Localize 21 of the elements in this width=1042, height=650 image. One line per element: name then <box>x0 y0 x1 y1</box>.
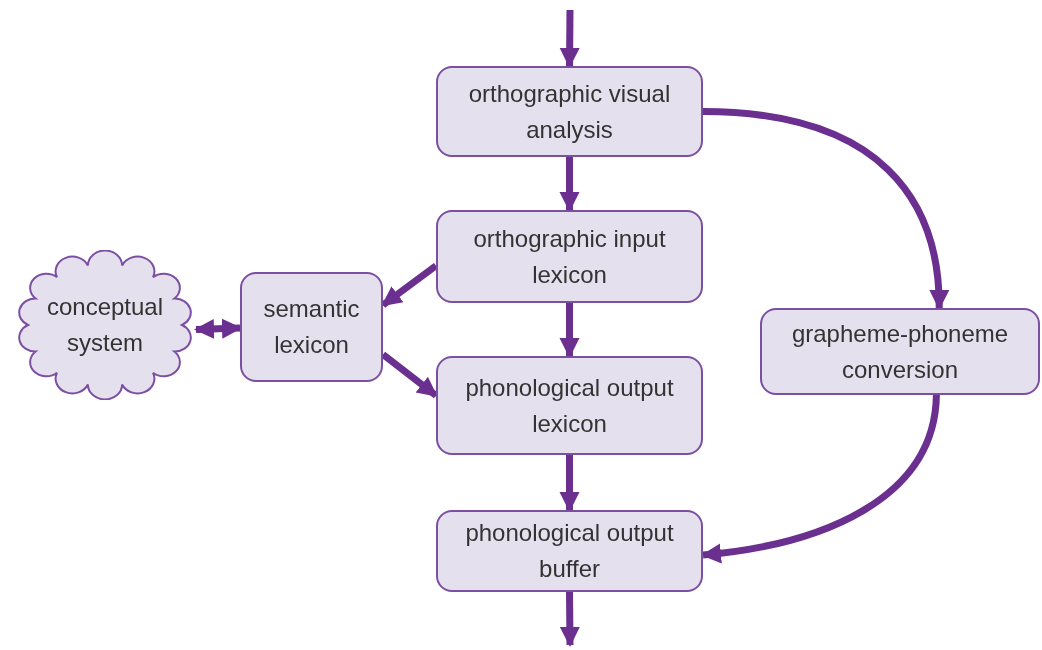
process-box <box>436 356 703 455</box>
process-box <box>760 308 1040 395</box>
process-box <box>436 510 703 592</box>
node-label: orthographic visual analysis <box>467 78 672 145</box>
node-label: semantic lexicon <box>262 294 361 360</box>
node-label: phonological output lexicon <box>464 372 675 439</box>
arrow <box>559 303 580 358</box>
node-label: conceptual system <box>45 292 165 358</box>
arrow <box>702 108 949 310</box>
arrow <box>559 157 580 212</box>
process-box <box>436 210 703 303</box>
arrow <box>559 591 580 647</box>
arrow <box>701 394 940 564</box>
node-label: orthographic input lexicon <box>472 223 667 290</box>
node-label: grapheme-phoneme conversion <box>790 318 1010 385</box>
node-label: phonological output buffer <box>464 518 675 584</box>
arrow <box>559 455 580 512</box>
process-box <box>240 272 383 382</box>
arrow <box>559 9 580 68</box>
arrow <box>194 318 242 339</box>
process-box <box>436 66 703 157</box>
